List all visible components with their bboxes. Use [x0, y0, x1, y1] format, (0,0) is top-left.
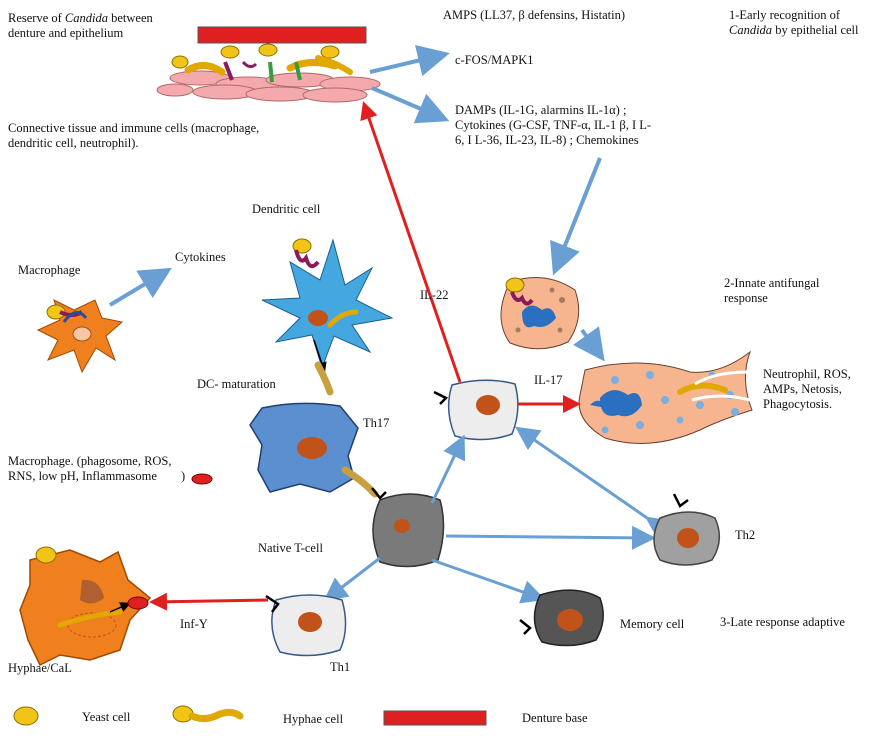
arrow-native-to-th2: [445, 525, 656, 550]
arrow-to-damps: [371, 86, 450, 124]
arrow-native-to-memory: [431, 558, 546, 604]
il17-label: IL-17: [534, 373, 563, 387]
legend-yeast-icon: [13, 706, 39, 726]
arrow-th2-il17: [515, 426, 672, 541]
arrow-native-to-il17: [430, 434, 466, 504]
legend-denture-bar: [383, 710, 487, 726]
macrophage-bottom: [19, 549, 152, 667]
legend-hyphae-icon: [172, 705, 244, 723]
dendritic-cell: [261, 238, 394, 370]
th17-label: Th17: [363, 416, 390, 430]
epithelium-layer: [156, 70, 381, 103]
dc-maturation-arrow: [313, 339, 327, 373]
arrow-neutrophil-maturation: [572, 326, 605, 362]
damps-label: DAMPs (IL-1G, alarmins IL-1α) ; Cytokine…: [455, 103, 652, 147]
th1-label: Th1: [330, 660, 351, 674]
memory-cell-label: Memory cell: [620, 617, 685, 631]
th2-label: Th2: [735, 528, 756, 542]
hyphae-cal-label: Hyphae/CaL: [8, 661, 72, 675]
arrow-macrophage-cytokines: [108, 267, 172, 307]
native-t-cell-label: Native T-cell: [258, 541, 323, 555]
dendritic-cell-label: Dendritic cell: [252, 202, 321, 216]
macrophage-phagosome-label: Macrophage. (phagosome, ROS, RNS, low pH…: [8, 454, 186, 483]
reserve-label: Reserve of Candida between denture and e…: [8, 11, 153, 40]
amps-label: AMPS (LL37, β defensins, Histatin): [443, 8, 626, 22]
early-recognition-label: 1-Early recognition of Candida by epithe…: [729, 8, 859, 37]
macrophage-label: Macrophage: [18, 263, 81, 277]
arrow-damps-to-neutrophil: [550, 157, 602, 276]
dc-maturation-label: DC- maturation: [197, 377, 276, 391]
cfos-label: c-FOS/MAPK1: [455, 53, 534, 67]
connective-tissue-label: Connective tissue and immune cells (macr…: [8, 121, 260, 150]
late-response-label: 3-Late response adaptive: [720, 615, 845, 629]
denture-base-bar: [197, 26, 367, 44]
legend-denture-label: Denture base: [522, 711, 588, 725]
neutrophil-label: Neutrophil, ROS, AMPs, Netosis, Phagocyt…: [763, 367, 851, 411]
arrow-to-cfos: [369, 44, 450, 77]
arrow-native-to-th1: [323, 556, 381, 602]
inflammasome-icon: [191, 473, 213, 485]
cytokines-label: Cytokines: [175, 250, 226, 264]
arrow-inf-y: [149, 592, 269, 611]
legend-yeast-label: Yeast cell: [82, 710, 131, 724]
inf-y-label: Inf-Y: [180, 617, 208, 631]
innate-response-label: 2-Innate antifungal response: [724, 276, 820, 305]
il22-label: IL-22: [420, 288, 449, 302]
arrow-il22: [360, 101, 462, 383]
legend-hyphae-label: Hyphae cell: [283, 712, 344, 726]
candida-reserve: [171, 43, 353, 83]
